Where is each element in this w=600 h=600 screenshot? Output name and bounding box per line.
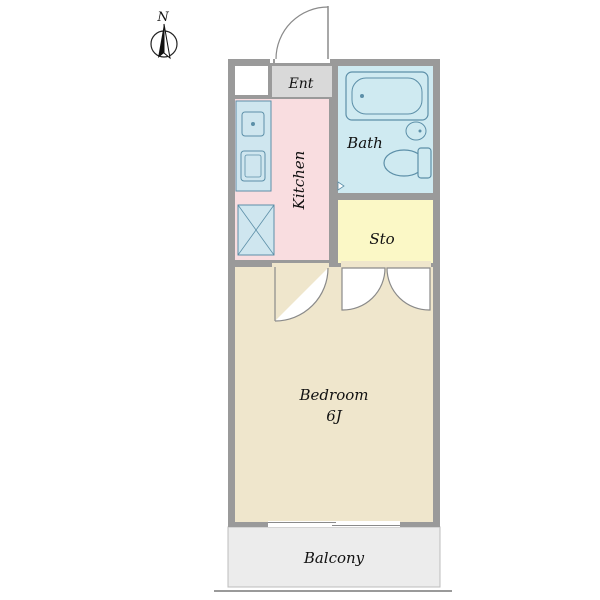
bathtub-icon [345,71,429,121]
bedroom-size-label: 6J [326,407,343,425]
compass-label: N [156,10,169,25]
balcony-area: Balcony [214,526,452,592]
storage-area [338,200,433,263]
balcony-sliding-door [268,521,400,527]
entrance-area [272,66,332,97]
bedroom-label: Bedroom [299,386,369,404]
kitchen-counter [235,100,272,192]
storage-doors [341,261,431,311]
north-compass: N [150,10,178,60]
toilet-icon [383,147,432,179]
bedroom-area [235,267,433,522]
balcony-label: Balcony [303,549,365,567]
refrigerator-space-icon [237,204,275,256]
bath-label: Bath [346,134,383,152]
bath-door-marker [337,181,345,191]
stove-icon [240,150,266,182]
storage-label: Sto [369,230,394,248]
entrance-label: Ent [288,76,314,92]
entrance-door [270,6,330,63]
bedroom-door [272,263,329,322]
washbasin-icon [405,121,427,141]
closet-box [235,66,268,95]
kitchen-label: Kitchen [290,151,308,211]
north-arrow-icon [150,23,178,60]
